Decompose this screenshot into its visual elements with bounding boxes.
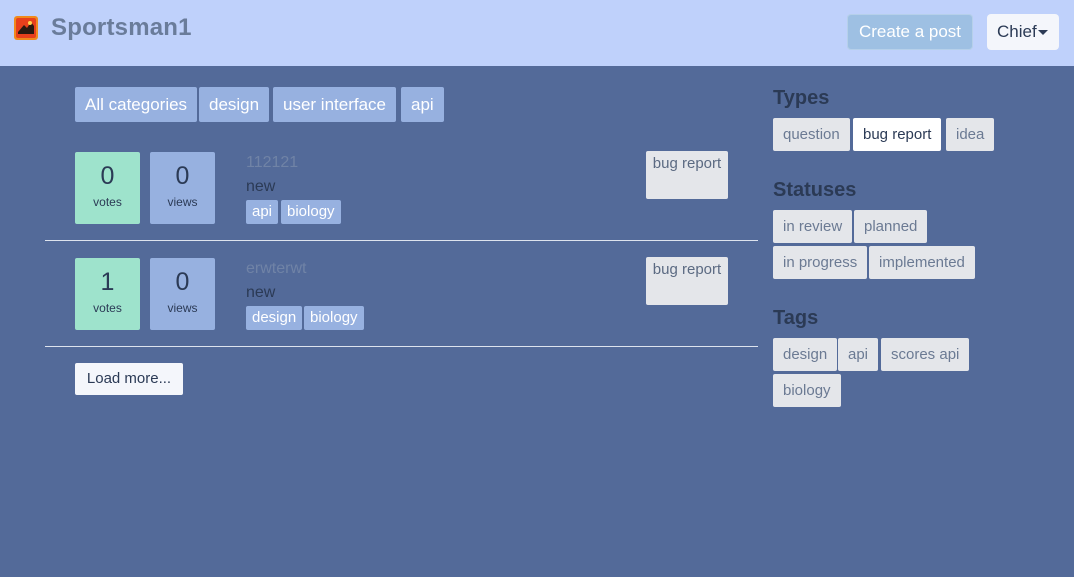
status-filter-in-review[interactable]: in review — [773, 210, 853, 243]
category-api[interactable]: api — [401, 87, 444, 122]
tag-filter-design[interactable]: design — [773, 338, 838, 371]
create-post-button[interactable]: Create a post — [847, 14, 973, 50]
post-title[interactable]: 112121 — [246, 154, 299, 171]
post-tag[interactable]: biology — [281, 200, 341, 224]
post-title[interactable]: erwterwt — [246, 260, 307, 277]
tag-filter-scores-api[interactable]: scores api — [881, 338, 970, 371]
post-status: new — [246, 284, 276, 301]
vote-count: 1 — [100, 268, 115, 296]
types-heading: Types — [773, 87, 830, 109]
view-label: views — [167, 301, 198, 315]
view-count: 0 — [175, 268, 190, 296]
status-filter-implemented[interactable]: implemented — [869, 246, 975, 279]
post-tag[interactable]: design — [246, 306, 303, 330]
vote-label: votes — [93, 195, 122, 209]
tag-filter-api[interactable]: api — [838, 338, 879, 371]
vote-box[interactable]: 1 votes — [75, 258, 140, 330]
divider — [45, 346, 758, 347]
category-all[interactable]: All categories — [75, 87, 198, 122]
vote-count: 0 — [100, 162, 115, 190]
status-filter-in-progress[interactable]: in progress — [773, 246, 868, 279]
view-label: views — [167, 195, 198, 209]
vote-label: votes — [93, 301, 122, 315]
chevron-down-icon — [1038, 30, 1048, 35]
user-menu-button[interactable]: Chief — [987, 14, 1059, 50]
category-design[interactable]: design — [199, 87, 270, 122]
type-filter-question[interactable]: question — [773, 118, 850, 151]
post-tag[interactable]: biology — [304, 306, 364, 330]
app-title[interactable]: Sportsman1 — [51, 14, 192, 41]
views-box: 0 views — [150, 152, 215, 224]
post-type-badge: bug report — [646, 257, 728, 305]
app-logo-icon[interactable] — [14, 16, 38, 40]
tag-filter-biology[interactable]: biology — [773, 374, 841, 407]
user-menu-label: Chief — [997, 22, 1037, 41]
tags-heading: Tags — [773, 307, 819, 329]
category-user-interface[interactable]: user interface — [273, 87, 396, 122]
status-filter-planned[interactable]: planned — [854, 210, 928, 243]
post-tag[interactable]: api — [246, 200, 279, 224]
load-more-button[interactable]: Load more... — [75, 363, 183, 395]
type-filter-bug-report[interactable]: bug report — [853, 118, 942, 151]
type-filter-idea[interactable]: idea — [946, 118, 995, 151]
top-bar: Sportsman1 Create a post Chief — [0, 0, 1074, 66]
divider — [45, 240, 758, 241]
vote-box[interactable]: 0 votes — [75, 152, 140, 224]
post-status: new — [246, 178, 276, 195]
views-box: 0 views — [150, 258, 215, 330]
view-count: 0 — [175, 162, 190, 190]
statuses-heading: Statuses — [773, 179, 857, 201]
post-type-badge: bug report — [646, 151, 728, 199]
